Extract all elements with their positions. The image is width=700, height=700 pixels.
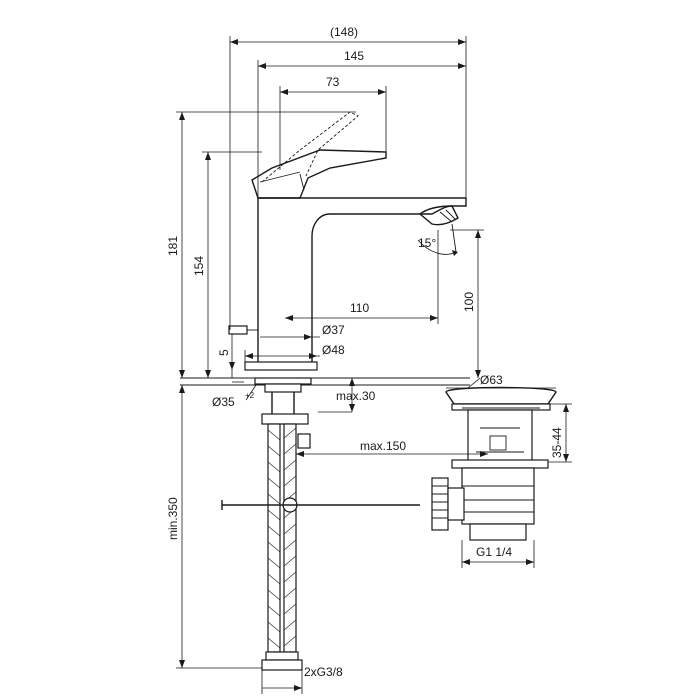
- dim-label-spout-projection: 110: [350, 301, 369, 315]
- dim-label-waste-diameter: Ø63: [480, 373, 503, 387]
- waste-valve: [431, 386, 557, 541]
- dim-waste-thread: G1 1/4: [461, 540, 535, 568]
- dim-label-lever-reach: 73: [326, 75, 340, 89]
- dim-label-base-offset: 5: [217, 349, 231, 356]
- dim-hose-length: min.350: [166, 385, 262, 669]
- dim-label-waste-range: 35-44: [550, 427, 564, 458]
- dim-label-total-height: 181: [166, 236, 180, 256]
- dim-label-hole-tolerance: +2: [245, 391, 255, 400]
- dim-label-spout-height: 100: [462, 292, 476, 312]
- dim-label-waste-thread: G1 1/4: [476, 545, 512, 559]
- dim-waste-range: 35-44: [548, 403, 572, 463]
- faucet-body: [228, 111, 467, 371]
- dim-label-lever-height: 154: [192, 256, 206, 276]
- dim-label-total-reach: (148): [330, 25, 358, 39]
- dim-body-diameter: Ø37: [260, 323, 345, 340]
- dim-total-reach: (148): [229, 25, 467, 330]
- dim-max-distance: max.150: [296, 439, 488, 457]
- dim-label-body-diameter: Ø37: [322, 323, 345, 337]
- dim-label-hose-thread: 2xG3/8: [304, 665, 343, 679]
- dim-spout-reach: 145: [257, 49, 466, 198]
- mounting-assembly: [221, 377, 420, 671]
- dim-lever-reach: 73: [279, 75, 387, 170]
- dim-max-thickness: max.30: [318, 378, 376, 413]
- dim-base-offset: 5: [217, 334, 235, 378]
- dim-base-diameter: Ø48: [244, 343, 345, 362]
- dim-hose-thread: 2xG3/8: [261, 665, 343, 694]
- dim-label-hole-diameter: Ø35: [212, 395, 235, 409]
- dim-label-spout-reach: 145: [344, 49, 364, 63]
- dim-label-max-distance: max.150: [360, 439, 406, 453]
- dim-hole-diameter: Ø35 +2: [212, 381, 257, 409]
- dim-label-max-thickness: max.30: [336, 389, 376, 403]
- dim-label-spout-angle: 15°: [418, 236, 436, 250]
- dim-label-base-diameter: Ø48: [322, 343, 345, 357]
- dim-label-hose-length: min.350: [166, 497, 180, 540]
- dim-spout-height: 100: [450, 229, 484, 378]
- dim-waste-diameter: Ø63: [446, 373, 556, 389]
- dim-total-height: 181: [166, 111, 356, 378]
- dim-spout-projection: 110: [285, 230, 439, 324]
- dim-lever-height: 154: [192, 151, 262, 378]
